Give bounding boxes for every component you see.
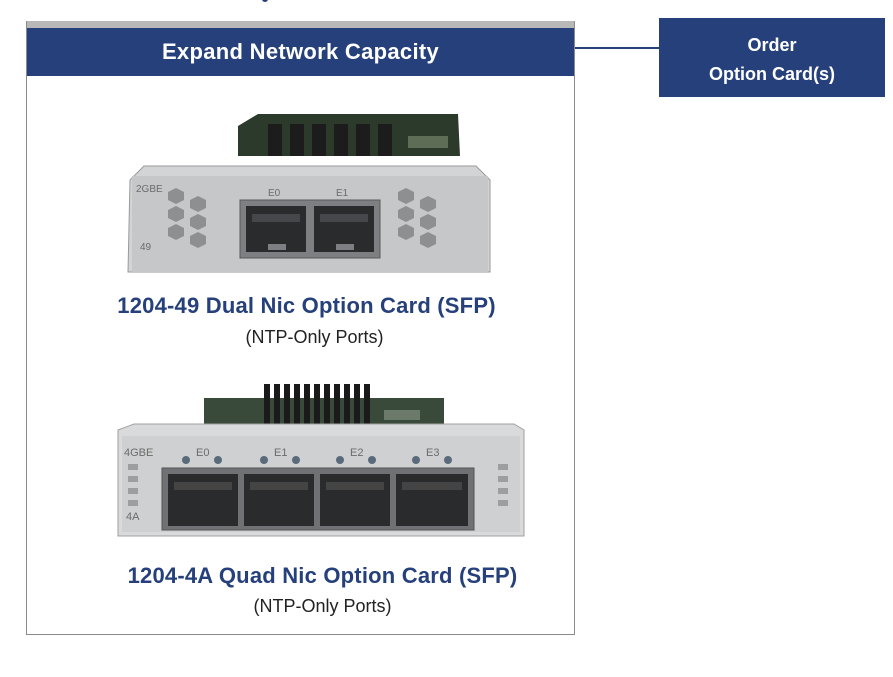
card2-port-label: E1 — [274, 447, 287, 459]
quad-nic-card-image: 4GBE 4A E0 E1 E2 E3 — [117, 384, 525, 537]
panel-top-bar — [27, 21, 574, 28]
card2-subtitle: (NTP-Only Ports) — [253, 596, 392, 616]
card2-title: 1204-4A Quad Nic Option Card (SFP) — [127, 563, 518, 588]
card2-model-label: 4GBE — [124, 447, 153, 459]
card2-port-label: E2 — [350, 447, 363, 459]
order-button-label-line2: Option Card(s) — [709, 64, 835, 84]
card1-code-label: 49 — [140, 242, 152, 253]
card1-model-label: 2GBE — [136, 184, 163, 195]
card1-title: 1204-49 Dual Nic Option Card (SFP) — [117, 293, 496, 318]
connector-line — [575, 47, 659, 49]
card1-port-label: E1 — [336, 188, 349, 199]
card2-code-label: 4A — [126, 511, 140, 523]
card1-subtitle: (NTP-Only Ports) — [245, 327, 384, 347]
card1-port-label: E0 — [268, 188, 281, 199]
card2-port-label: E3 — [426, 447, 439, 459]
card2-port-label: E0 — [196, 447, 209, 459]
panel-header: Expand Network Capacity — [27, 28, 574, 76]
order-button-label-line1: Order — [747, 35, 797, 55]
dual-nic-card-image: 2GBE 49 E0 E1 — [127, 114, 491, 273]
top-accent-mark — [262, 0, 268, 2]
order-option-cards-button[interactable]: Order Option Card(s) — [659, 18, 885, 97]
